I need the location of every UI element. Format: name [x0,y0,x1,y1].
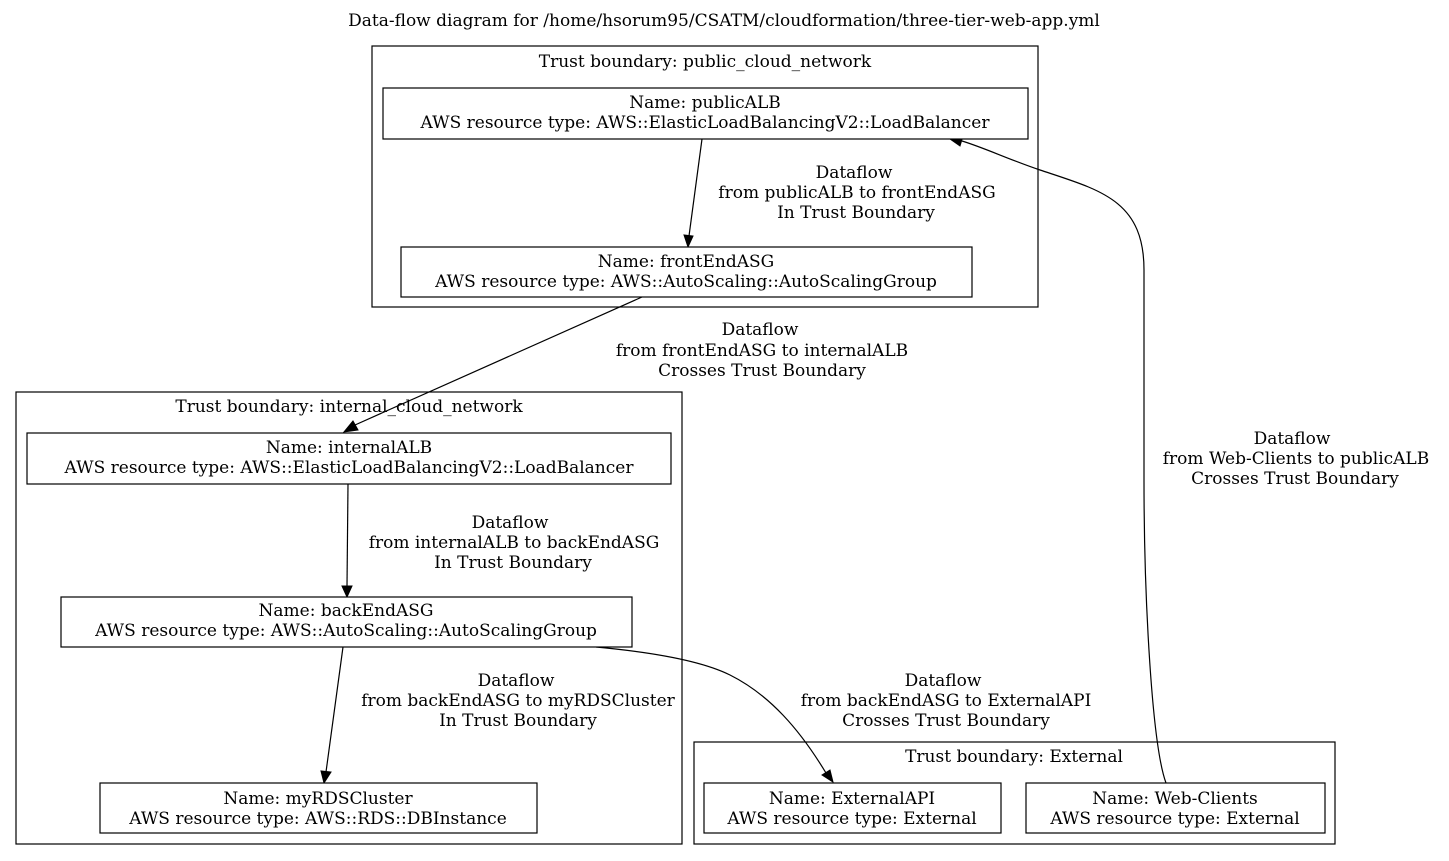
edge-backEndASG-to-externalAPI [595,646,834,784]
edge-label-line: In Trust Boundary [434,553,592,573]
node-type-label: AWS resource type: AWS::ElasticLoadBalan… [420,113,991,133]
boundary-label-internal: Trust boundary: internal_cloud_network [175,397,523,417]
node-name-label: Name: backEndASG [259,601,434,621]
edge-label-backEndASG-to-externalAPI: Dataflow from backEndASG to ExternalAPI … [801,671,1092,731]
edge-frontEndASG-to-internalALB [342,296,643,433]
edge-internalALB-to-backEndASG [341,483,353,599]
node-type-label: AWS resource type: External [1049,809,1299,829]
edge-label-line: Crosses Trust Boundary [658,361,866,381]
node-name-label: Name: frontEndASG [598,252,775,272]
node-backEndASG: Name: backEndASG AWS resource type: AWS:… [60,596,633,648]
edge-label-line: from backEndASG to myRDSCluster [361,691,675,711]
node-name-label: Name: ExternalAPI [769,789,935,809]
node-name-label: Name: publicALB [629,93,781,113]
edge-backEndASG-to-myRDSCluster [320,646,344,785]
edge-label-line: Dataflow [472,513,549,533]
edge-label-line: Dataflow [1254,429,1331,449]
edge-label-publicALB-to-frontEndASG: Dataflow from publicALB to frontEndASG I… [718,163,995,223]
node-type-label: AWS resource type: AWS::AutoScaling::Aut… [94,621,597,641]
edge-label-webClients-to-publicALB: Dataflow from Web-Clients to publicALB C… [1163,429,1429,489]
edge-label-line: Dataflow [905,671,982,691]
boundary-label-public: Trust boundary: public_cloud_network [539,52,872,72]
edge-label-internalALB-to-backEndASG: Dataflow from internalALB to backEndASG … [369,513,660,573]
edge-label-line: In Trust Boundary [777,203,935,223]
edge-label-line: from backEndASG to ExternalAPI [801,691,1092,711]
node-type-label: AWS resource type: AWS::ElasticLoadBalan… [64,458,635,478]
node-type-label: AWS resource type: External [726,809,976,829]
node-type-label: AWS resource type: AWS::AutoScaling::Aut… [434,272,937,292]
edge-webClients-to-publicALB [948,135,1167,784]
edge-label-line: Dataflow [722,320,799,340]
edge-label-line: Crosses Trust Boundary [842,711,1050,731]
node-name-label: Name: internalALB [266,438,432,458]
node-publicALB: Name: publicALB AWS resource type: AWS::… [382,87,1029,140]
node-name-label: Name: Web-Clients [1092,789,1258,809]
node-webClients: Name: Web-Clients AWS resource type: Ext… [1025,782,1326,834]
node-externalAPI: Name: ExternalAPI AWS resource type: Ext… [703,782,1002,834]
node-frontEndASG: Name: frontEndASG AWS resource type: AWS… [400,246,973,298]
edge-label-backEndASG-to-myRDSCluster: Dataflow from backEndASG to myRDSCluster… [361,671,675,731]
edge-label-line: Dataflow [816,163,893,183]
boundary-label-external: Trust boundary: External [905,747,1123,767]
boundary-external: Trust boundary: External [693,741,1336,845]
boundary-internal-cloud-network: Trust boundary: internal_cloud_network [15,391,683,845]
edge-label-line: from internalALB to backEndASG [369,533,660,553]
node-name-label: Name: myRDSCluster [223,789,413,809]
edge-label-line: Crosses Trust Boundary [1191,469,1399,489]
edge-publicALB-to-frontEndASG [683,138,703,249]
edge-label-line: from publicALB to frontEndASG [718,183,995,203]
diagram-title: Data-flow diagram for /home/hsorum95/CSA… [348,11,1100,31]
node-internalALB: Name: internalALB AWS resource type: AWS… [26,432,672,485]
edge-label-frontEndASG-to-internalALB: Dataflow from frontEndASG to internalALB… [616,320,908,381]
edge-label-line: from Web-Clients to publicALB [1163,449,1429,469]
node-myRDSCluster: Name: myRDSCluster AWS resource type: AW… [99,782,538,834]
boundary-public-cloud-network: Trust boundary: public_cloud_network [371,45,1039,308]
edge-label-line: In Trust Boundary [439,711,597,731]
node-type-label: AWS resource type: AWS::RDS::DBInstance [128,809,507,829]
edge-label-line: Dataflow [478,671,555,691]
edge-label-line: from frontEndASG to internalALB [616,341,908,361]
